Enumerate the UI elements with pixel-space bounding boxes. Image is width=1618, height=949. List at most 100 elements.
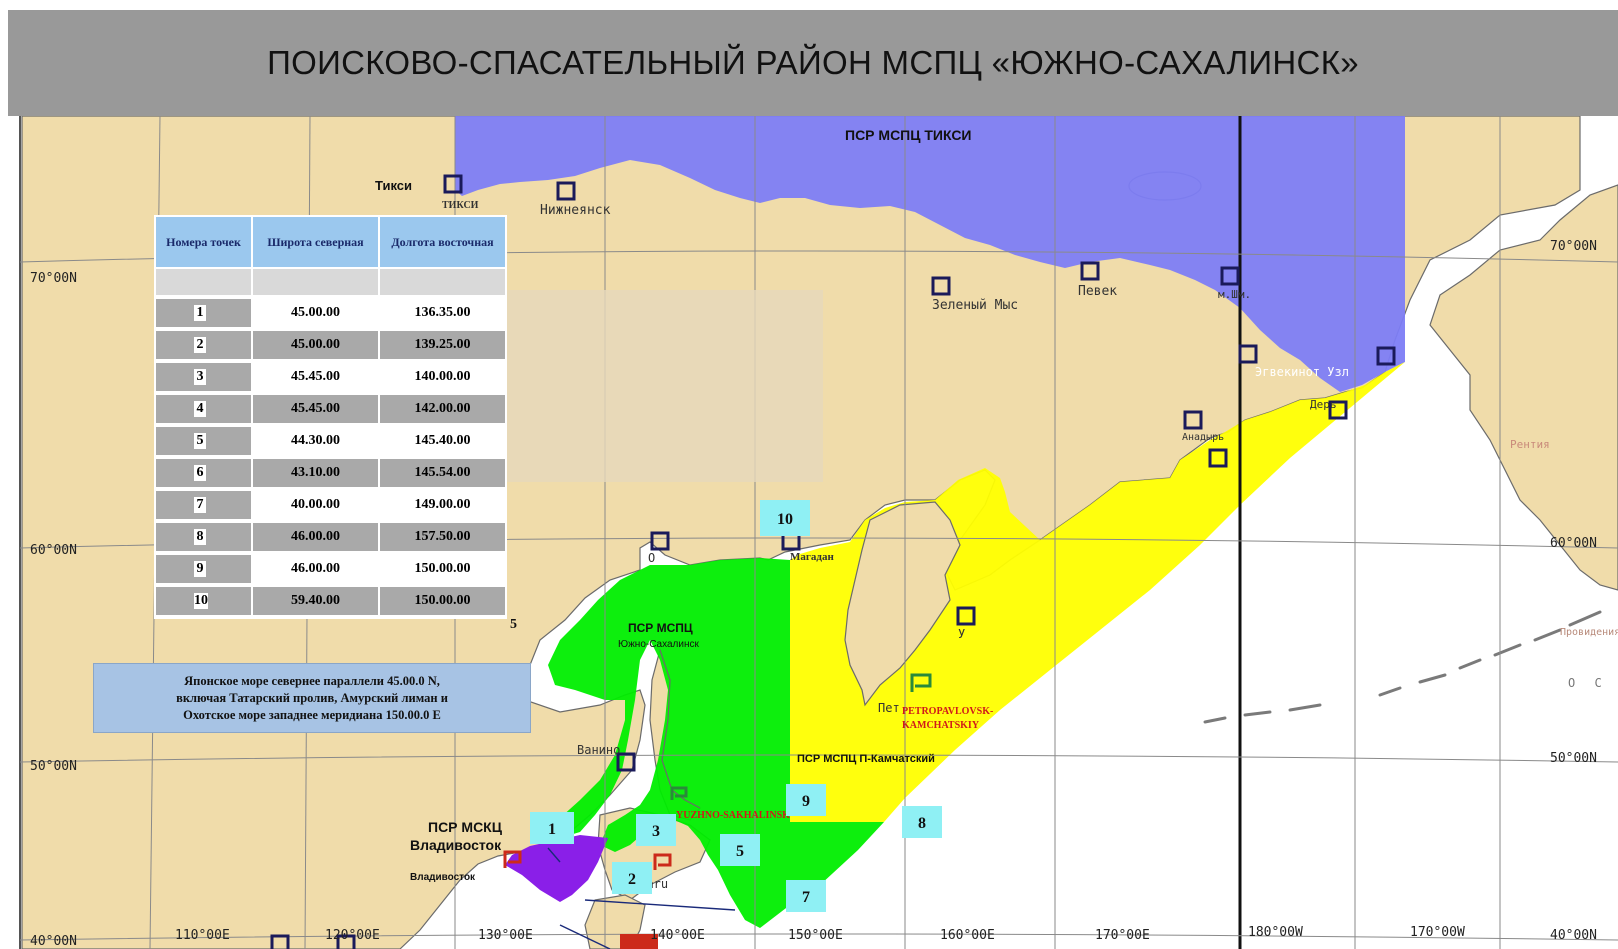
- lat60-left: 60°00N: [30, 543, 77, 558]
- port-bottom-2: [336, 934, 356, 949]
- svg-text:7: 7: [802, 889, 810, 906]
- sakhalin-island-overlay: [659, 649, 701, 809]
- lat40-right: 40°00N: [1550, 928, 1597, 943]
- flag-bottom: [620, 934, 658, 949]
- vladivostok-zone-label-1: ПСР МСКЦ: [428, 819, 503, 835]
- cell-latitude: 46.00.00: [251, 521, 380, 555]
- place-alaska-label: О С Т: [1568, 676, 1618, 690]
- point-number: 7: [194, 497, 206, 513]
- cell-longitude: 140.00.00: [378, 361, 507, 395]
- place-yuzhno: YUZHNO-SAKHALINSK: [676, 810, 790, 821]
- point-marker-7: 7: [786, 880, 826, 912]
- port-m-shm: [1220, 266, 1240, 286]
- cell-point-number: 1: [154, 297, 253, 331]
- place-nizhneyansk: Нижнеянск: [540, 203, 611, 218]
- faded-area: [505, 290, 823, 482]
- svg-text:1: 1: [548, 821, 556, 838]
- cell-point-number: 7: [154, 489, 253, 523]
- kamchatka-zone-label: ПСР МСПЦ П-Камчатский: [797, 753, 935, 765]
- place-y: У: [958, 627, 965, 641]
- note-line-1: Японское море севернее параллели 45.00.0…: [184, 673, 440, 688]
- place-m-shm: м.Шм.: [1218, 288, 1251, 301]
- cell-latitude: 44.30.00: [251, 425, 380, 459]
- place-tiksi: Тикси: [375, 178, 412, 193]
- cell-point-number: 2: [154, 329, 253, 363]
- vladivostok-zone: [505, 835, 608, 902]
- place-ryr: Рентия: [1510, 438, 1550, 451]
- lon170: 170°00E: [1095, 928, 1150, 943]
- point-marker-5: 5: [720, 834, 760, 866]
- lon180: 180°00W: [1248, 925, 1303, 940]
- place-petro-2: KAMCHATSKIY: [902, 720, 980, 731]
- point-number: 9: [194, 561, 206, 577]
- cell-point-number: 5: [154, 425, 253, 459]
- cell-longitude: 150.00.00: [378, 585, 507, 619]
- cell-latitude: 45.00.00: [251, 329, 380, 363]
- point-marker-3: 3: [636, 814, 676, 846]
- flag-vladivostok: [503, 850, 522, 868]
- point-number: 1: [194, 305, 206, 321]
- note-line-3: Охотское море западнее меридиана 150.00.…: [183, 707, 441, 722]
- cell-point-number: 6: [154, 457, 253, 491]
- place-magadan: Магадан: [790, 551, 834, 563]
- place-pety: Пет: [878, 701, 900, 715]
- cell-latitude: 45.45.00: [251, 393, 380, 427]
- vladivostok-zone-label-2: Владивосток: [410, 837, 502, 853]
- place-egvekinot: Эгвекинот Узл: [1255, 365, 1349, 379]
- port-zeleny-mys: [931, 276, 951, 296]
- cell-point-number: 9: [154, 553, 253, 587]
- port-o: [650, 531, 670, 551]
- cell-longitude: 145.54.00: [378, 457, 507, 491]
- svg-text:9: 9: [802, 793, 810, 810]
- flag-kamchatka: [910, 673, 932, 692]
- header-longitude: Долгота восточная: [378, 215, 507, 269]
- cell-point-number: 8: [154, 521, 253, 555]
- place-vanino: Ванино: [577, 743, 620, 757]
- place-ruby: Дерь: [1310, 398, 1337, 411]
- cell-latitude: 45.45.00: [251, 361, 380, 395]
- cell-latitude: 59.40.00: [251, 585, 380, 619]
- kamchatka-land-overlay: [844, 501, 961, 707]
- point-number: 10: [194, 593, 208, 609]
- port-kamchatka-y: [956, 606, 976, 626]
- sakhalin-zone: [548, 558, 884, 928]
- point-number: 5: [194, 433, 206, 449]
- header-point: Номера точек: [154, 215, 253, 269]
- point-marker-1: 1: [530, 812, 574, 844]
- port-egvekinot: [1238, 344, 1258, 364]
- tiksi-zone: [455, 116, 1405, 392]
- cell-longitude: 157.50.00: [378, 521, 507, 555]
- svg-text:5: 5: [736, 843, 744, 860]
- point-number: 3: [194, 369, 206, 385]
- lon120: 120°00E: [325, 928, 380, 943]
- port-ruby: [1328, 400, 1348, 420]
- point-marker-10: 10: [760, 500, 810, 536]
- place-o: О: [648, 551, 655, 565]
- cell-longitude: 142.00.00: [378, 393, 507, 427]
- port-anadyr-2: [1208, 448, 1228, 468]
- sakhalin-zone-label-2: Южно-Сахалинск: [618, 639, 699, 650]
- cell-longitude: 139.25.00: [378, 329, 507, 363]
- note-line-2: включая Татарский пролив, Амурский лиман…: [176, 690, 448, 705]
- flag-yuzhno: [653, 853, 672, 870]
- lon170w: 170°00W: [1410, 925, 1465, 940]
- port-pevek: [1080, 261, 1100, 281]
- title-bar: ПОИСКОВО-СПАСАТЕЛЬНЫЙ РАЙОН МСПЦ «ЮЖНО-С…: [8, 10, 1618, 116]
- tiksi-zone-label: ПСР МСПЦ ТИКСИ: [845, 127, 972, 143]
- svg-text:3: 3: [652, 823, 660, 840]
- place-anadyr: Анадырь: [1182, 432, 1224, 443]
- kamchatka-zone: [790, 362, 1405, 822]
- place-pevek: Певек: [1078, 284, 1117, 299]
- place-zeleny-mys: Зеленый Мыс: [932, 298, 1018, 313]
- point-number: 6: [194, 465, 206, 481]
- port-vanino: [616, 752, 636, 772]
- lat50-right: 50°00N: [1550, 751, 1597, 766]
- header-latitude: Широта северная: [251, 215, 380, 269]
